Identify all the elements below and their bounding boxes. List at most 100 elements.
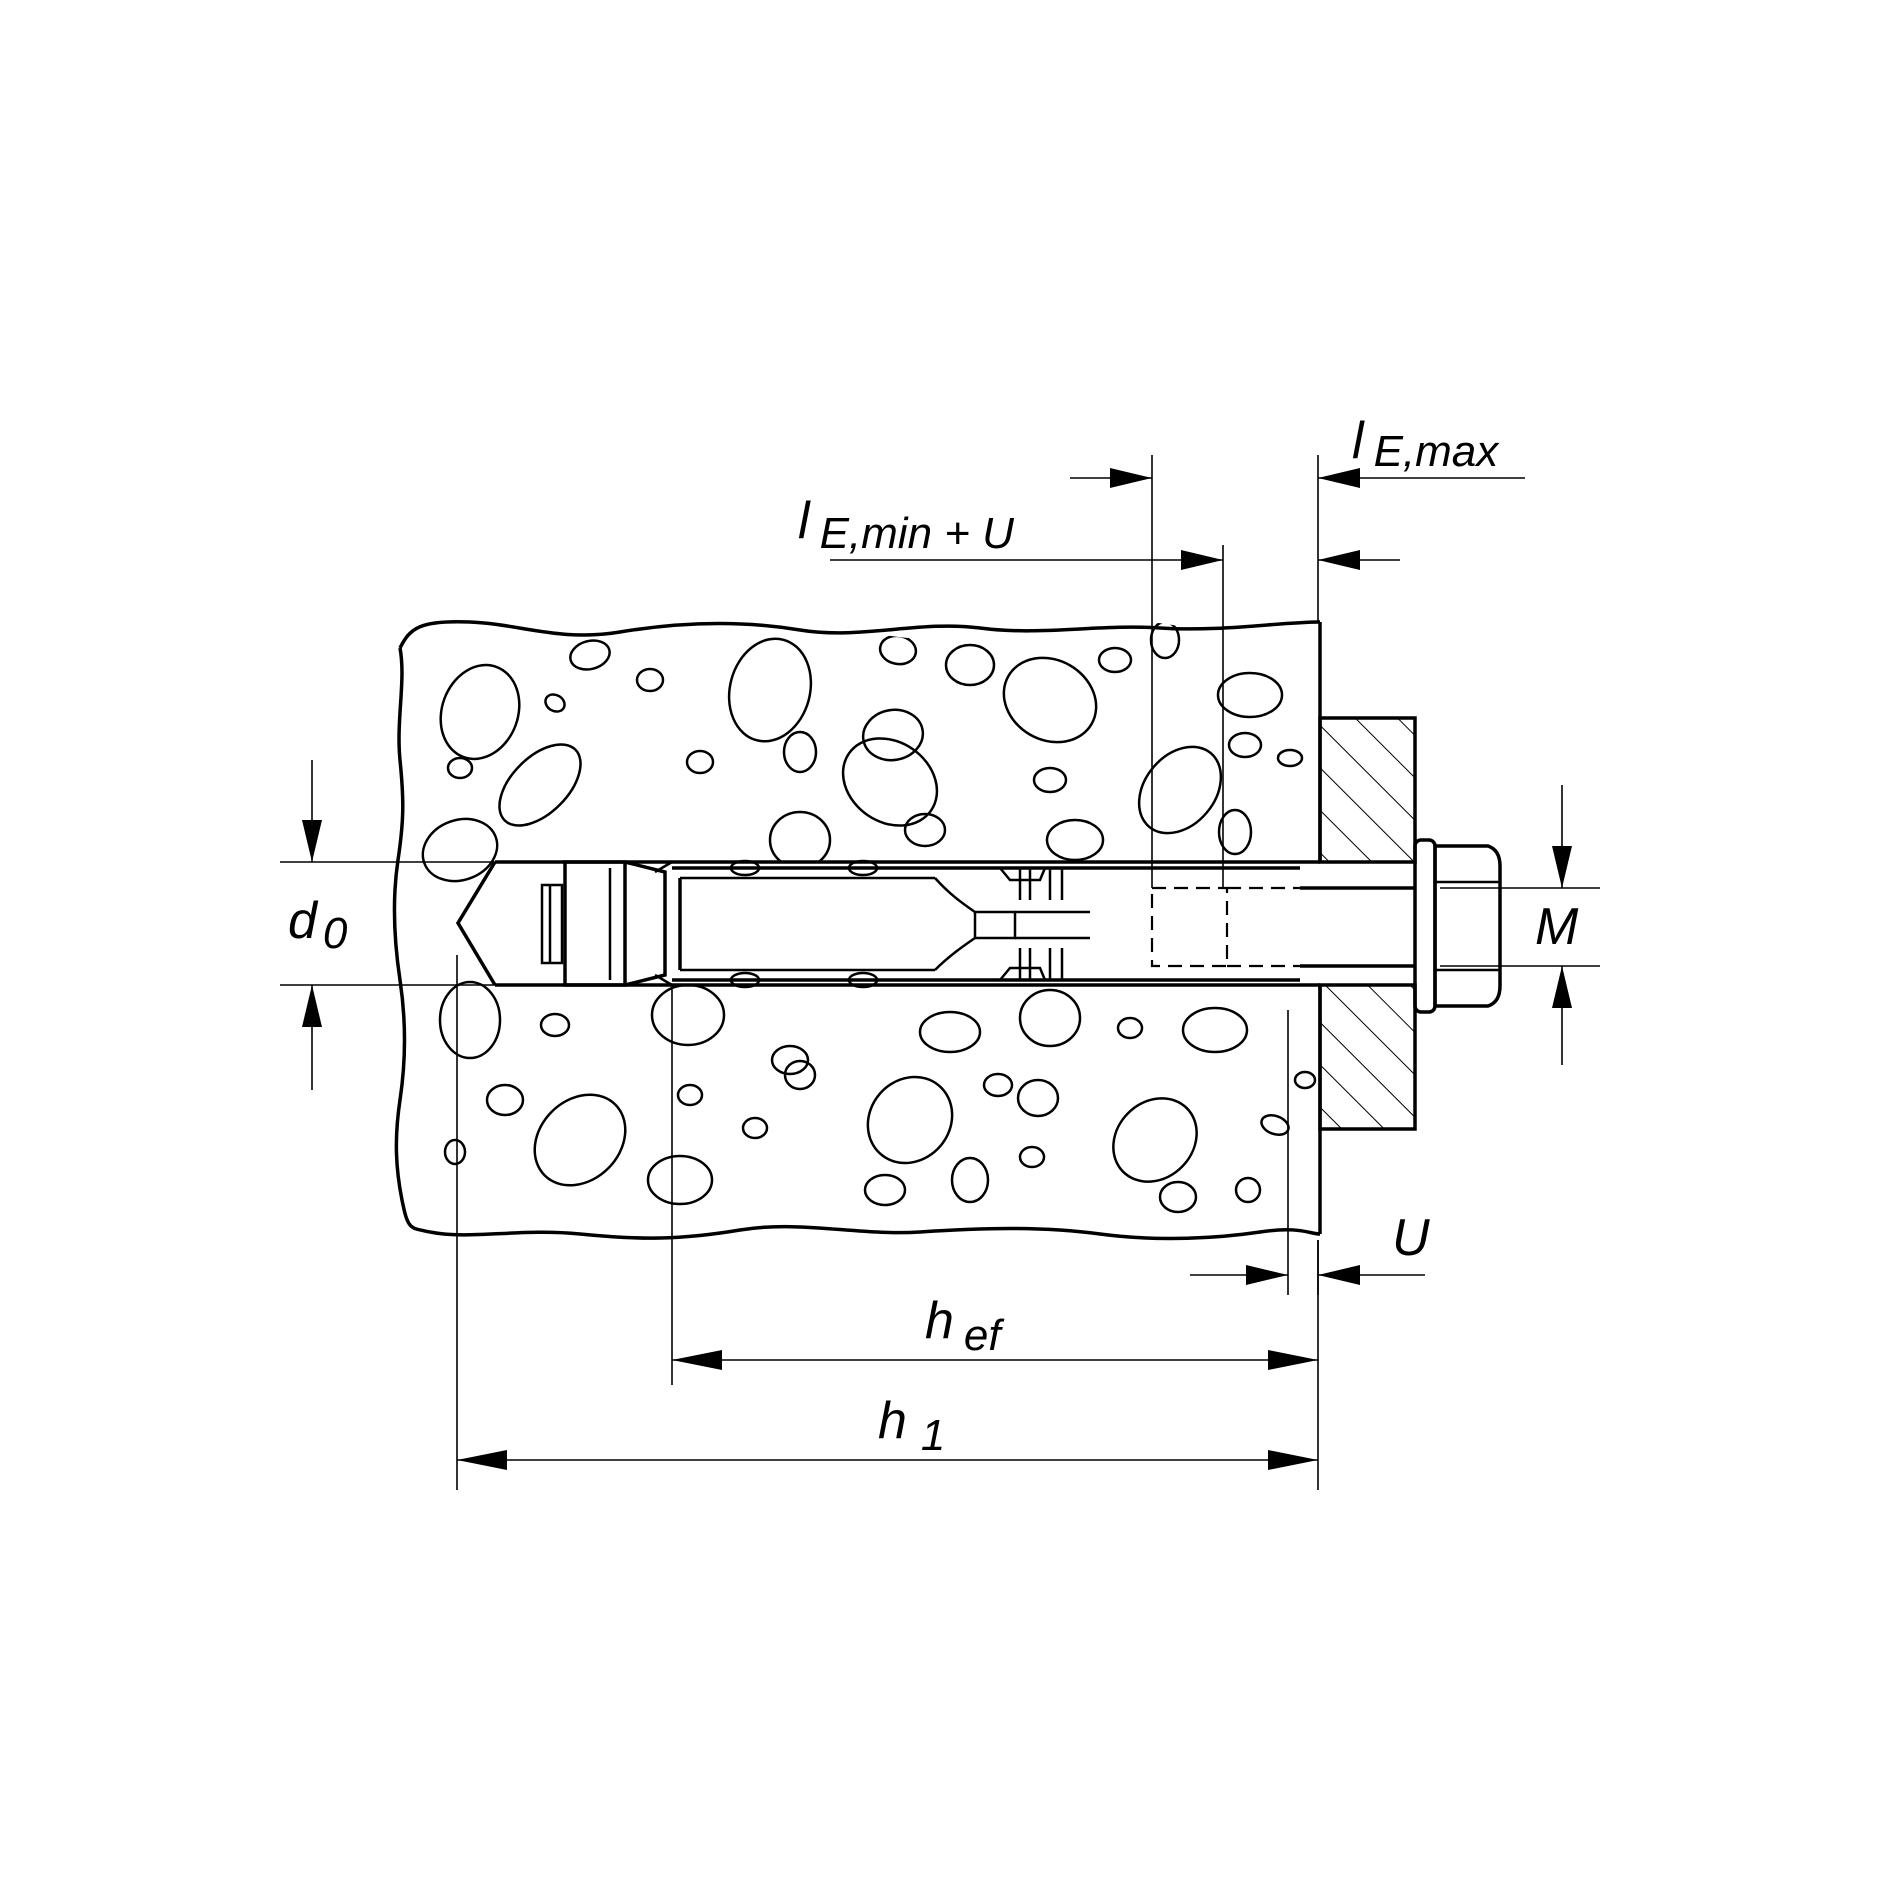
concrete-left-edge [392, 647, 431, 1234]
expansion-cone [563, 860, 627, 987]
fixture-plate-lower [1318, 983, 1417, 1131]
arrow-hef-right [1268, 1350, 1318, 1370]
aggregate-stone [650, 983, 726, 1047]
aggregate-stone [1016, 1078, 1060, 1118]
label-U: U [1392, 1209, 1430, 1267]
aggregate-stone [646, 1154, 714, 1206]
arrow-d0-bottom [302, 985, 322, 1027]
aggregate-stone [485, 1083, 525, 1117]
aggregate-stone [770, 1044, 810, 1076]
fixture-plate [1318, 716, 1417, 1131]
aggregate-stone [1234, 1176, 1262, 1204]
aggregate-stone [676, 1083, 704, 1107]
aggregate-stone [782, 730, 818, 774]
aggregate-stone [421, 817, 499, 883]
arrow-U-right [1318, 1265, 1360, 1285]
hex-nut [1433, 844, 1502, 1008]
arrow-M-bottom [1552, 966, 1572, 1008]
aggregate-stone [1137, 745, 1223, 835]
aggregate-stone [1260, 1114, 1290, 1136]
aggregate-stone [569, 639, 611, 671]
aggregate-stone [1002, 656, 1098, 744]
washer [1413, 838, 1437, 1014]
dim-M [1440, 785, 1600, 1065]
aggregate-stone [635, 667, 665, 693]
aggregate-stone [863, 1173, 907, 1207]
slot-hole-4 [847, 971, 879, 989]
arrow-h1-left [457, 1450, 507, 1470]
arrow-lemin-right [1318, 550, 1360, 570]
slot-hole-3 [729, 971, 761, 989]
aggregate-stone [741, 1116, 769, 1140]
nut-and-washer [1413, 838, 1502, 1014]
aggregate-stone [878, 634, 918, 666]
aggregate-stone [982, 1072, 1014, 1098]
cone-nut [540, 883, 564, 965]
aggregate-stone [1018, 988, 1082, 1048]
aggregate-stone [918, 1010, 982, 1054]
arrow-M-top [1552, 846, 1572, 888]
spring-lower [934, 936, 1064, 980]
concrete-bottom-edge [429, 1224, 1321, 1241]
slot-hole-2 [847, 859, 879, 877]
aggregate-stone [866, 1075, 954, 1165]
sleeve-flare [654, 860, 673, 987]
aggregate-stone [861, 708, 925, 762]
spring-upper [934, 868, 1064, 914]
concrete-block [392, 619, 1322, 1241]
arrow-hef-left [672, 1350, 722, 1370]
aggregate-stone [544, 693, 566, 713]
aggregate-stone [1116, 1016, 1144, 1040]
arrow-lemax-right [1318, 468, 1360, 488]
aggregate-stone [1227, 731, 1263, 759]
aggregate-stone [498, 743, 582, 827]
sleeve-slot-top [999, 867, 1047, 882]
bolt-shank [1300, 886, 1415, 968]
arrow-d0-top [302, 820, 322, 862]
dim-le [830, 455, 1525, 888]
aggregate-stone [443, 1138, 467, 1166]
aggregate-stone [438, 980, 502, 1060]
sleeve-slot-bottom [999, 966, 1047, 981]
aggregate-stone [1018, 1145, 1046, 1169]
dim-d0 [280, 760, 495, 1090]
dim-h1 [456, 955, 1318, 1490]
arrow-U-left [1246, 1265, 1288, 1285]
aggregate-stone [903, 812, 947, 848]
bolt-hidden-start [1150, 886, 1229, 968]
arrow-lemax-left [1110, 468, 1152, 488]
aggregate-stone [1032, 766, 1068, 794]
label-M: M [1535, 898, 1579, 956]
arrow-h1-right [1268, 1450, 1318, 1470]
aggregate-stones [421, 620, 1317, 1214]
aggregate-stone [768, 810, 832, 870]
aggregate-stone [533, 1093, 627, 1187]
bolt-end [973, 910, 1017, 940]
aggregate-stone [1293, 1070, 1317, 1090]
aggregate-stone [783, 1059, 817, 1091]
aggregate-stone [950, 1156, 990, 1204]
slot-hole-1 [729, 859, 761, 877]
aggregate-stone [1217, 808, 1253, 856]
aggregate-stone [1097, 646, 1133, 674]
cone-taper [624, 860, 667, 987]
aggregate-stone [1181, 1006, 1249, 1054]
aggregate-stone [1045, 818, 1105, 862]
drill-hole [455, 860, 1320, 987]
aggregate-stone [1158, 1180, 1198, 1214]
aggregate-stone [944, 643, 996, 687]
aggregate-stone [685, 749, 715, 775]
concrete-top-edge [398, 619, 1321, 649]
aggregate-stone [539, 1012, 571, 1038]
aggregate-stone [727, 637, 813, 743]
aggregate-stone [446, 756, 474, 780]
dim-hef [671, 985, 1319, 1490]
fixture-plate-upper [1318, 716, 1417, 864]
aggregate-stone [841, 737, 939, 827]
